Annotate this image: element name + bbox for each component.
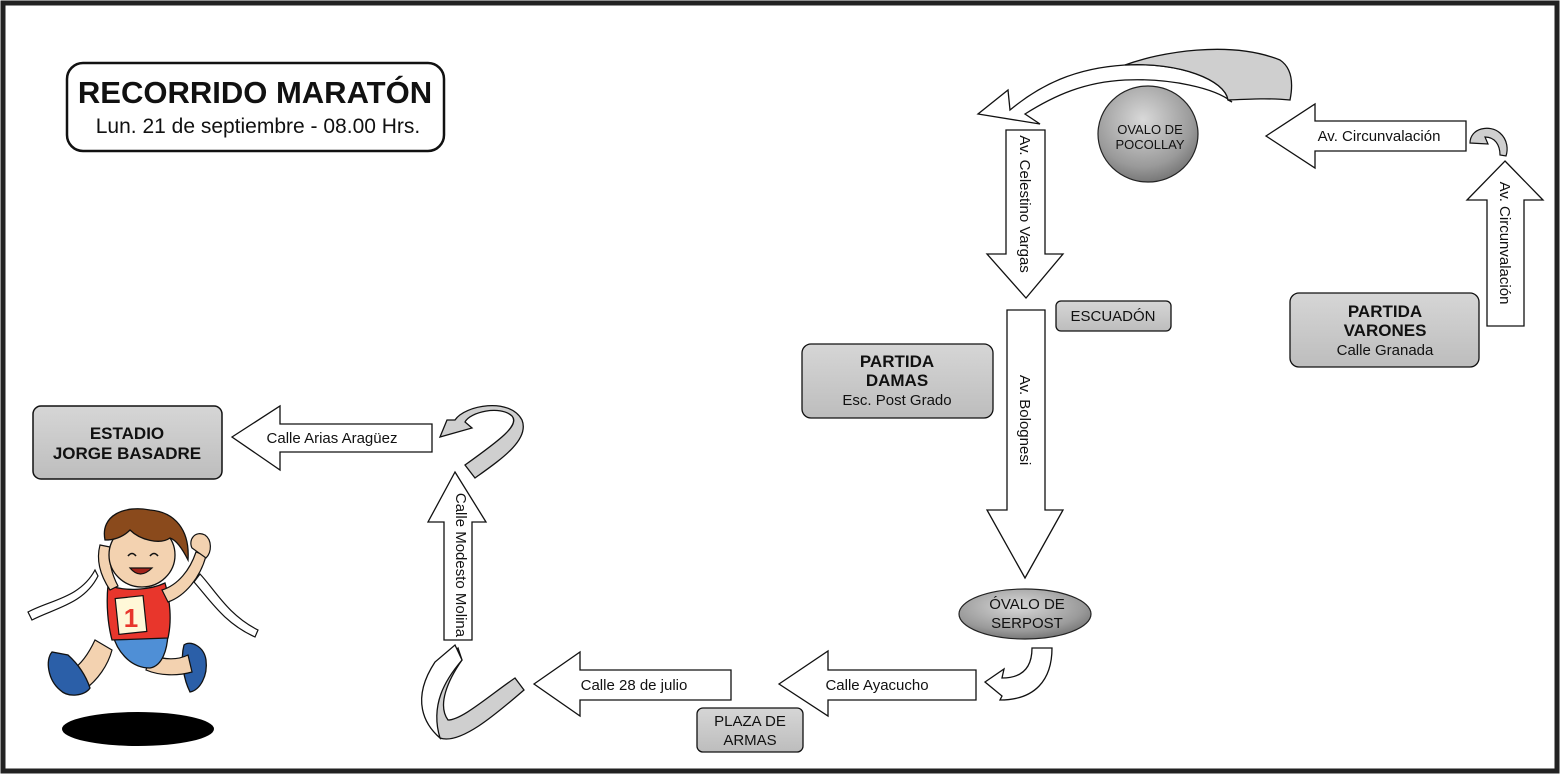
label-celestino-vargas: Av. Celestino Vargas — [1016, 135, 1033, 273]
varones-line1: PARTIDA — [1348, 302, 1422, 321]
partida-varones-box: PARTIDA VARONES Calle Granada — [1289, 292, 1480, 368]
uturn-circunvalacion — [1469, 127, 1508, 157]
title-box: RECORRIDO MARATÓN Lun. 21 de septiembre … — [65, 61, 446, 153]
arrow-modesto-molina: Calle Modesto Molina — [426, 470, 488, 641]
pocollay-line1: OVALO DE — [1117, 122, 1183, 137]
escuadron-box: ESCUADÓN — [1055, 300, 1172, 332]
label-modesto-molina: Calle Modesto Molina — [452, 493, 469, 638]
uturn-serpost — [983, 647, 1053, 701]
label-bolognesi: Av. Bolognesi — [1016, 375, 1033, 465]
arrow-bolognesi: Av. Bolognesi — [985, 309, 1065, 580]
mascot-shadow — [62, 712, 214, 746]
damas-line1: PARTIDA — [860, 352, 934, 371]
serpost-line1: ÓVALO DE — [989, 596, 1065, 613]
partida-damas-box: PARTIDA DAMAS Esc. Post Grado — [801, 343, 994, 419]
estadio-box: ESTADIO JORGE BASADRE — [32, 405, 223, 480]
label-28-julio: Calle 28 de julio — [581, 677, 688, 694]
pocollay-line2: POCOLLAY — [1115, 137, 1184, 152]
arrow-circunvalacion-h: Av. Circunvalación — [1264, 102, 1467, 170]
estadio-line2: JORGE BASADRE — [53, 444, 201, 463]
mascot-bib — [114, 594, 148, 636]
plaza-line2: ARMAS — [723, 732, 776, 749]
uturn-pocollay — [976, 48, 1293, 125]
mascot-shoe-left — [47, 651, 91, 696]
serpost-line2: SERPOST — [991, 615, 1063, 632]
runner-mascot-illustration: 1 — [27, 508, 259, 746]
label-ayacucho: Calle Ayacucho — [825, 677, 928, 694]
label-circunvalacion-h: Av. Circunvalación — [1318, 128, 1441, 145]
arrow-28-julio: Calle 28 de julio — [532, 650, 732, 718]
varones-line3: Calle Granada — [1337, 342, 1434, 359]
arrow-ayacucho: Calle Ayacucho — [777, 649, 977, 718]
map-title: RECORRIDO MARATÓN — [78, 74, 432, 110]
label-circunvalacion-v: Av. Circunvalación — [1496, 182, 1513, 305]
arrow-arias-araguez: Calle Arias Aragüez — [230, 404, 433, 472]
plaza-armas-box: PLAZA DE ARMAS — [696, 707, 804, 753]
ovalo-serpost: ÓVALO DE SERPOST — [958, 588, 1092, 640]
plaza-line1: PLAZA DE — [714, 713, 786, 730]
arrow-celestino-vargas: Av. Celestino Vargas — [985, 129, 1065, 299]
mascot-hair — [103, 508, 189, 563]
damas-line2: DAMAS — [866, 371, 928, 390]
mascot-bib-number: 1 — [124, 603, 138, 633]
uturn-arias — [438, 405, 524, 479]
ovalo-pocollay: OVALO DE POCOLLAY — [1097, 85, 1199, 183]
escuadron-label: ESCUADÓN — [1070, 308, 1155, 325]
label-arias-araguez: Calle Arias Aragüez — [267, 430, 398, 447]
uturn-plaza — [420, 643, 525, 740]
finish-tape — [27, 568, 99, 621]
damas-line3: Esc. Post Grado — [842, 392, 951, 409]
map-date: Lun. 21 de septiembre - 08.00 Hrs. — [96, 115, 421, 138]
arrow-circunvalacion-v: Av. Circunvalación — [1465, 160, 1545, 327]
varones-line2: VARONES — [1344, 321, 1427, 340]
estadio-line1: ESTADIO — [90, 424, 164, 443]
